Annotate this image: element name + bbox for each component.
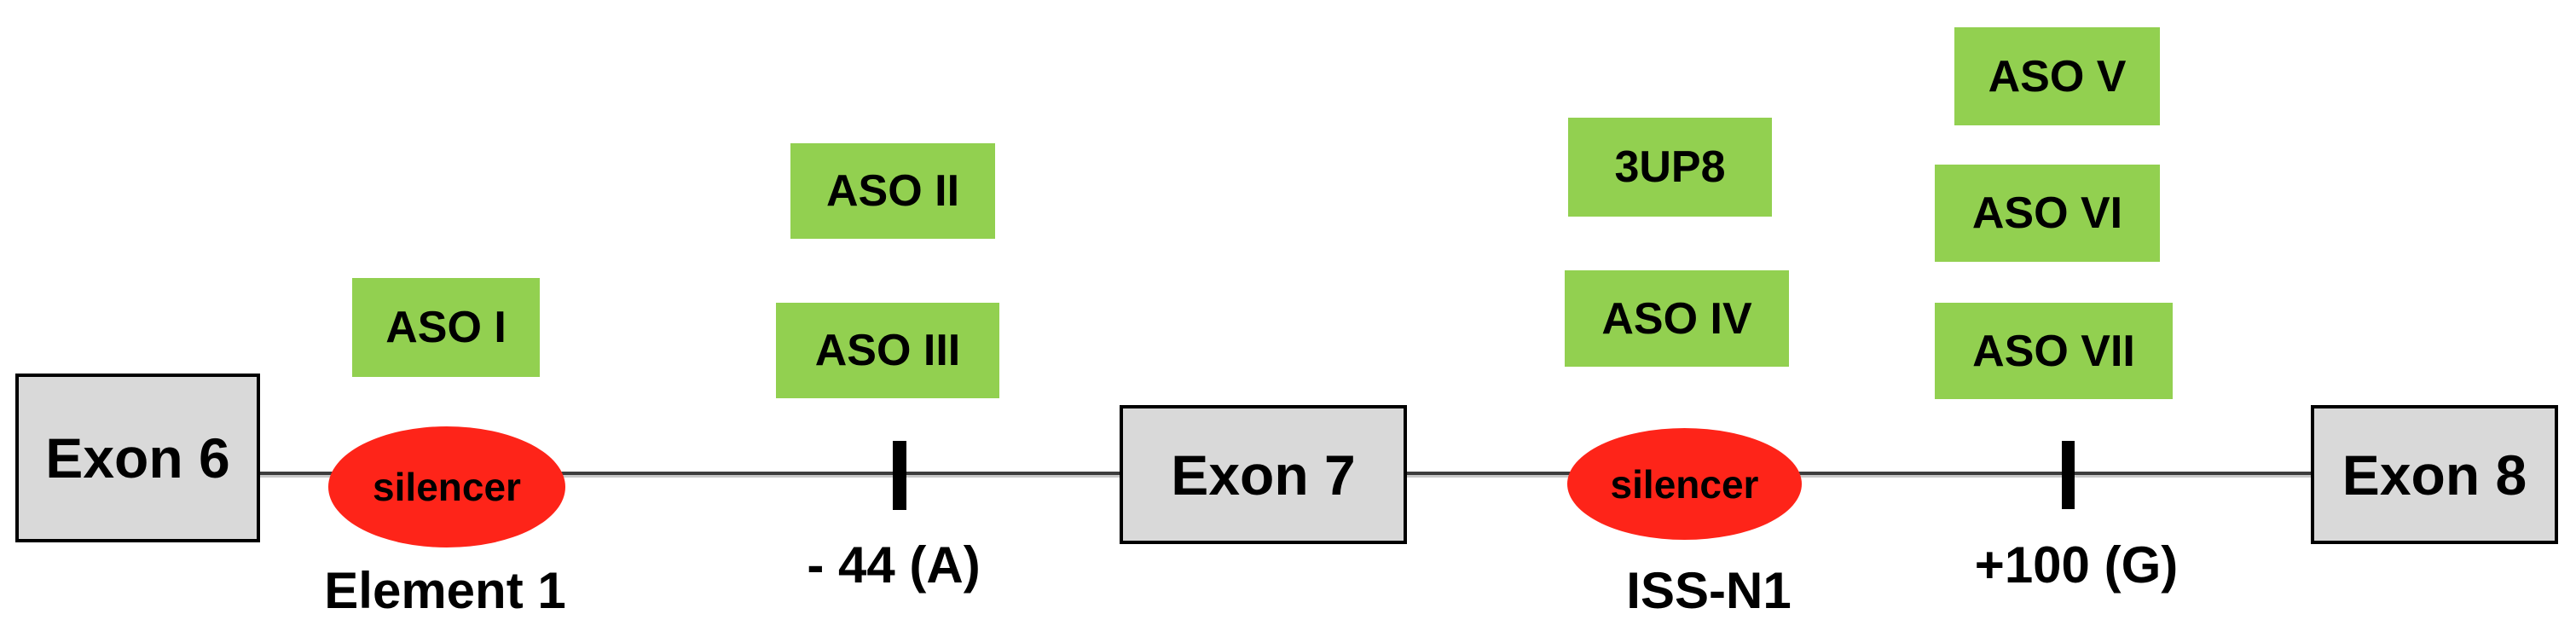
aso-iii-label: ASO III (814, 326, 961, 375)
tick-mark-plus100 (2062, 441, 2075, 509)
exon-8-label: Exon 8 (2342, 443, 2527, 507)
exon-6-label: Exon 6 (45, 426, 230, 489)
element1-label: Element 1 (324, 562, 566, 619)
exon-6-box: Exon 6 (15, 374, 260, 542)
aso-vi-box: ASO VI (1935, 165, 2160, 262)
aso-vi-label: ASO VI (1971, 188, 2123, 238)
exon-7-label: Exon 7 (1171, 443, 1356, 507)
tick-mark-minus44 (893, 441, 906, 510)
silencer-oval-label: silencer (1610, 461, 1759, 507)
aso-v-label: ASO V (1988, 51, 2127, 101)
aso-ii-label: ASO II (825, 166, 960, 216)
silencer-oval-label: silencer (373, 465, 521, 509)
aso-i-label: ASO I (385, 303, 507, 352)
aso-v-box: ASO V (1954, 27, 2160, 125)
minus44-position-label: - 44 (A) (807, 536, 981, 594)
aso-ii-box: ASO II (790, 143, 995, 239)
silencer-oval-element1: silencer (328, 426, 565, 547)
aso-i-box: ASO I (352, 278, 540, 377)
aso-vii-label: ASO VII (1972, 326, 2135, 376)
issn1-label: ISS-N1 (1626, 562, 1792, 619)
aso-iii-box: ASO III (776, 303, 999, 398)
intron-line-exon7-exon8 (1405, 472, 2313, 478)
threeup8-box: 3UP8 (1568, 118, 1772, 217)
intron-line-exon6-exon7 (258, 472, 1121, 478)
silencer-oval-issn1: silencer (1567, 428, 1802, 540)
threeup8-label: 3UP8 (1614, 142, 1726, 192)
exon-7-box: Exon 7 (1120, 405, 1407, 544)
aso-iv-label: ASO IV (1601, 293, 1752, 344)
exon-8-box: Exon 8 (2311, 405, 2558, 544)
aso-iv-box: ASO IV (1565, 270, 1789, 367)
plus100-position-label: +100 (G) (1974, 536, 2179, 594)
aso-vii-box: ASO VII (1935, 303, 2173, 399)
